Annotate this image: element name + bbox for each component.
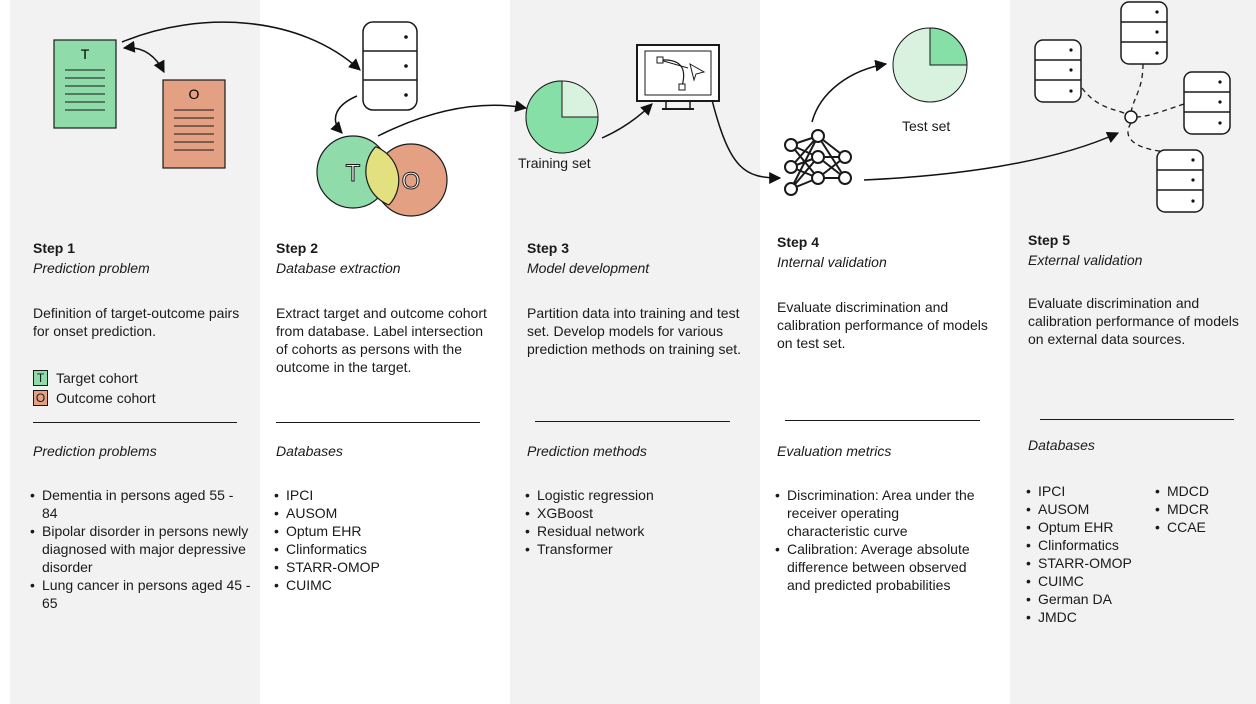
venn-outcome-letter: O: [402, 168, 421, 195]
arrow-monitor-to-network: [711, 99, 782, 184]
step-3-title: Step 3: [527, 240, 570, 256]
step-1-subtitle: Prediction problem: [33, 260, 150, 276]
outcome-document-icon: O: [162, 79, 226, 169]
external-database-icon-1: [1034, 39, 1082, 103]
step-2-divider: [276, 422, 480, 423]
outcome-document-letter: O: [189, 86, 200, 102]
legend-target-swatch: T: [33, 370, 48, 386]
list-item: Clinformatics: [1026, 536, 1156, 554]
training-set-pie-icon: [525, 80, 599, 154]
list-item: MDCD: [1155, 482, 1235, 500]
step-4-list: Discrimination: Area under the receiver …: [775, 486, 975, 594]
test-set-pie-icon: [892, 27, 968, 103]
step-5-list-title: Databases: [1028, 437, 1095, 453]
list-item: Discrimination: Area under the receiver …: [775, 486, 975, 540]
database-icon: [362, 21, 418, 111]
step-5-divider: [1040, 419, 1234, 420]
list-item: CUIMC: [274, 576, 496, 594]
venn-target-letter: T: [346, 160, 361, 187]
list-item: IPCI: [1026, 482, 1156, 500]
external-database-icon-2: [1120, 1, 1168, 65]
external-database-icon-4: [1156, 149, 1204, 213]
step-2-subtitle: Database extraction: [276, 260, 401, 276]
double-arrow-target-outcome: [122, 40, 165, 74]
list-item: Dementia in persons aged 55 - 84: [30, 486, 252, 522]
list-item: Calibration: Average absolute difference…: [775, 540, 975, 594]
step-1-list-title: Prediction problems: [33, 443, 157, 459]
step-5-title: Step 5: [1028, 232, 1071, 248]
list-item: Residual network: [525, 522, 747, 540]
list-item: Optum EHR: [274, 522, 496, 540]
arrow-to-database: [121, 21, 361, 71]
legend-target-label: Target cohort: [56, 370, 138, 386]
step-1-description: Definition of target-outcome pairs for o…: [33, 305, 240, 339]
list-item: STARR-OMOP: [1026, 554, 1156, 572]
list-item: MDCR: [1155, 500, 1235, 518]
step-2-list-title: Databases: [276, 443, 343, 459]
step-4-divider: [785, 420, 980, 421]
step-5-list-col1: IPCI AUSOM Optum EHR Clinformatics STARR…: [1026, 482, 1156, 626]
step-1-title: Step 1: [33, 240, 76, 256]
legend-outcome: O Outcome cohort: [33, 390, 156, 406]
list-item: CCAE: [1155, 518, 1235, 536]
step-5-description: Evaluate discrimination and calibration …: [1028, 295, 1239, 347]
step-4-title: Step 4: [777, 234, 820, 250]
step-3-divider: [535, 421, 730, 422]
target-document-icon: T: [53, 39, 117, 129]
list-item: Lung cancer in persons aged 45 - 65: [30, 576, 252, 612]
list-item: STARR-OMOP: [274, 558, 496, 576]
neural-network-icon: [784, 129, 852, 196]
step-3-panel: Step 3 Model development Partition data …: [510, 0, 760, 704]
list-item: AUSOM: [1026, 500, 1156, 518]
legend-target: T Target cohort: [33, 370, 138, 386]
cohort-venn-icon: T O: [316, 135, 448, 217]
step-4-panel: Step 4 Internal validation Evaluate disc…: [760, 0, 1010, 704]
target-document-letter: T: [81, 46, 90, 62]
step-4-description: Evaluate discrimination and calibration …: [777, 299, 988, 351]
pipeline-illustration: O T T O: [53, 1, 1231, 217]
arrow-network-to-test: [811, 59, 888, 123]
arrow-training-to-monitor: [601, 103, 653, 139]
list-item: CUIMC: [1026, 572, 1156, 590]
step-1-list: Dementia in persons aged 55 - 84 Bipolar…: [30, 486, 252, 612]
list-item: Clinformatics: [274, 540, 496, 558]
step-1-divider: [33, 422, 237, 423]
step-2-description: Extract target and outcome cohort from d…: [276, 305, 487, 375]
step-2-list: IPCI AUSOM Optum EHR Clinformatics STARR…: [274, 486, 496, 594]
step-1-panel: Step 1 Prediction problem Definition of …: [10, 0, 260, 704]
model-monitor-icon: [636, 44, 720, 110]
step-3-subtitle: Model development: [527, 260, 650, 276]
list-item: XGBoost: [525, 504, 747, 522]
step-4-list-title: Evaluation metrics: [777, 443, 892, 459]
legend-outcome-swatch: O: [33, 390, 48, 406]
step-3-list-title: Prediction methods: [527, 443, 647, 459]
step-5-panel: Step 5 External validation Evaluate disc…: [1010, 0, 1256, 704]
step-3-list: Logistic regression XGBoost Residual net…: [525, 486, 747, 558]
list-item: IPCI: [274, 486, 496, 504]
arrow-venn-to-training: [377, 100, 528, 137]
step-5-list-col2: MDCD MDCR CCAE: [1155, 482, 1235, 536]
list-item: AUSOM: [274, 504, 496, 522]
external-database-icon-3: [1183, 71, 1231, 135]
list-item: Bipolar disorder in persons newly diagno…: [30, 522, 252, 576]
training-set-label: Training set: [518, 155, 591, 171]
arrow-database-to-venn: [330, 95, 358, 134]
list-item: Logistic regression: [525, 486, 747, 504]
step-5-subtitle: External validation: [1028, 252, 1143, 268]
legend-outcome-label: Outcome cohort: [56, 390, 156, 406]
list-item: Optum EHR: [1026, 518, 1156, 536]
list-item: Transformer: [525, 540, 747, 558]
list-item: JMDC: [1026, 608, 1156, 626]
step-2-title: Step 2: [276, 240, 319, 256]
arrow-network-to-external: [863, 132, 1120, 181]
step-4-subtitle: Internal validation: [777, 254, 887, 270]
test-set-label: Test set: [902, 118, 951, 134]
step-2-panel: Step 2 Database extraction Extract targe…: [260, 0, 510, 704]
list-item: German DA: [1026, 590, 1156, 608]
step-3-description: Partition data into training and test se…: [527, 305, 742, 357]
